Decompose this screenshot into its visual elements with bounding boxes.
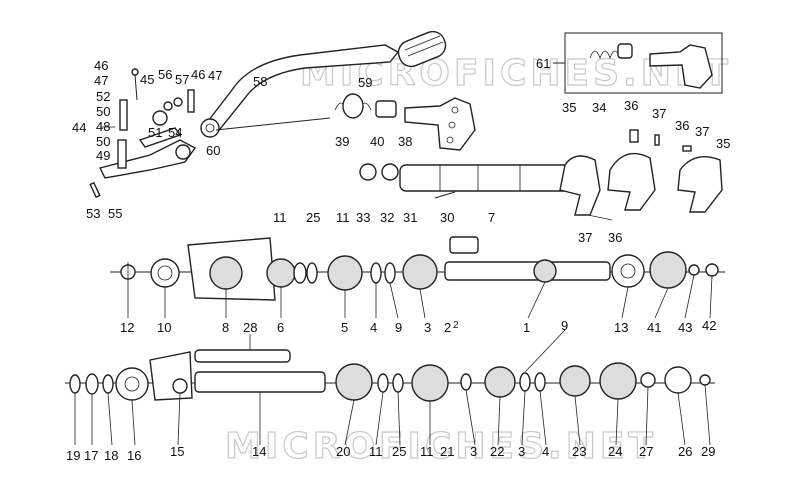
label-25: 25 bbox=[392, 444, 406, 459]
label-49: 49 bbox=[96, 148, 110, 163]
label-45: 45 bbox=[140, 72, 154, 87]
label-4: 4 bbox=[542, 444, 549, 459]
label-6: 6 bbox=[277, 320, 284, 335]
label-46: 46 bbox=[191, 67, 205, 82]
label-36: 36 bbox=[675, 118, 689, 133]
label-51: 51 bbox=[148, 125, 162, 140]
label-1: 1 bbox=[523, 320, 530, 335]
label-55: 55 bbox=[108, 206, 122, 221]
label-8: 8 bbox=[222, 320, 229, 335]
label-38: 38 bbox=[398, 134, 412, 149]
label-37: 37 bbox=[652, 106, 666, 121]
label-14: 14 bbox=[252, 444, 266, 459]
label-46: 46 bbox=[94, 58, 108, 73]
label-53: 53 bbox=[86, 206, 100, 221]
label-3: 3 bbox=[518, 444, 525, 459]
label-60: 60 bbox=[206, 143, 220, 158]
label-24: 24 bbox=[608, 444, 622, 459]
label-43: 43 bbox=[678, 320, 692, 335]
label-36: 36 bbox=[608, 230, 622, 245]
label-56: 56 bbox=[158, 67, 172, 82]
label-2-small: 2 bbox=[453, 320, 459, 331]
primary-shaft-row bbox=[110, 236, 725, 301]
label-25: 25 bbox=[306, 210, 320, 225]
part-labels: 46 47 52 44 50 48 50 49 45 56 57 46 47 5… bbox=[66, 56, 730, 463]
label-35: 35 bbox=[562, 100, 576, 115]
label-58: 58 bbox=[253, 74, 267, 89]
label-29: 29 bbox=[701, 444, 715, 459]
label-40: 40 bbox=[370, 134, 384, 149]
label-2: 2 bbox=[444, 320, 451, 335]
label-4: 4 bbox=[370, 320, 377, 335]
label-23: 23 bbox=[572, 444, 586, 459]
inset-detail-61 bbox=[553, 32, 723, 94]
label-11: 11 bbox=[336, 210, 350, 225]
secondary-shaft-row bbox=[65, 349, 715, 402]
label-48: 48 bbox=[96, 119, 110, 134]
label-21: 21 bbox=[440, 444, 454, 459]
selector-forks bbox=[559, 129, 723, 221]
label-42: 42 bbox=[702, 318, 716, 333]
label-27: 27 bbox=[639, 444, 653, 459]
leader-lines bbox=[74, 126, 713, 446]
label-15: 15 bbox=[170, 444, 184, 459]
label-57: 57 bbox=[175, 72, 189, 87]
label-20: 20 bbox=[336, 444, 350, 459]
label-10: 10 bbox=[157, 320, 171, 335]
label-12: 12 bbox=[120, 320, 134, 335]
label-9: 9 bbox=[395, 320, 402, 335]
label-19: 19 bbox=[66, 448, 80, 463]
label-37: 37 bbox=[578, 230, 592, 245]
label-32: 32 bbox=[380, 210, 394, 225]
label-3: 3 bbox=[470, 444, 477, 459]
gear-selector-linkage bbox=[89, 68, 331, 199]
label-13: 13 bbox=[614, 320, 628, 335]
label-3: 3 bbox=[424, 320, 431, 335]
label-39: 39 bbox=[335, 134, 349, 149]
label-36: 36 bbox=[624, 98, 638, 113]
label-9: 9 bbox=[561, 318, 568, 333]
label-18: 18 bbox=[104, 448, 118, 463]
kickstart-lever bbox=[200, 30, 447, 138]
label-37: 37 bbox=[695, 124, 709, 139]
label-33: 33 bbox=[356, 210, 370, 225]
label-28: 28 bbox=[243, 320, 257, 335]
label-54: 54 bbox=[168, 125, 182, 140]
label-50: 50 bbox=[96, 104, 110, 119]
label-16: 16 bbox=[127, 448, 141, 463]
label-47: 47 bbox=[94, 73, 108, 88]
label-59: 59 bbox=[358, 75, 372, 90]
label-31: 31 bbox=[403, 210, 417, 225]
label-41: 41 bbox=[647, 320, 661, 335]
selector-drum bbox=[359, 163, 571, 199]
label-26: 26 bbox=[678, 444, 692, 459]
watermark-bottom: MICROFICHES.NET bbox=[225, 426, 657, 467]
label-7: 7 bbox=[488, 210, 495, 225]
label-34: 34 bbox=[592, 100, 606, 115]
label-35: 35 bbox=[716, 136, 730, 151]
label-50: 50 bbox=[96, 134, 110, 149]
label-17: 17 bbox=[84, 448, 98, 463]
label-11: 11 bbox=[420, 444, 434, 459]
label-52: 52 bbox=[96, 89, 110, 104]
label-61: 61 bbox=[536, 56, 550, 71]
label-22: 22 bbox=[490, 444, 504, 459]
label-47: 47 bbox=[208, 68, 222, 83]
label-44: 44 bbox=[72, 120, 86, 135]
label-30: 30 bbox=[440, 210, 454, 225]
label-11: 11 bbox=[369, 444, 383, 459]
label-5: 5 bbox=[341, 320, 348, 335]
selector-spring-plate bbox=[334, 93, 476, 151]
label-11: 11 bbox=[273, 210, 287, 225]
